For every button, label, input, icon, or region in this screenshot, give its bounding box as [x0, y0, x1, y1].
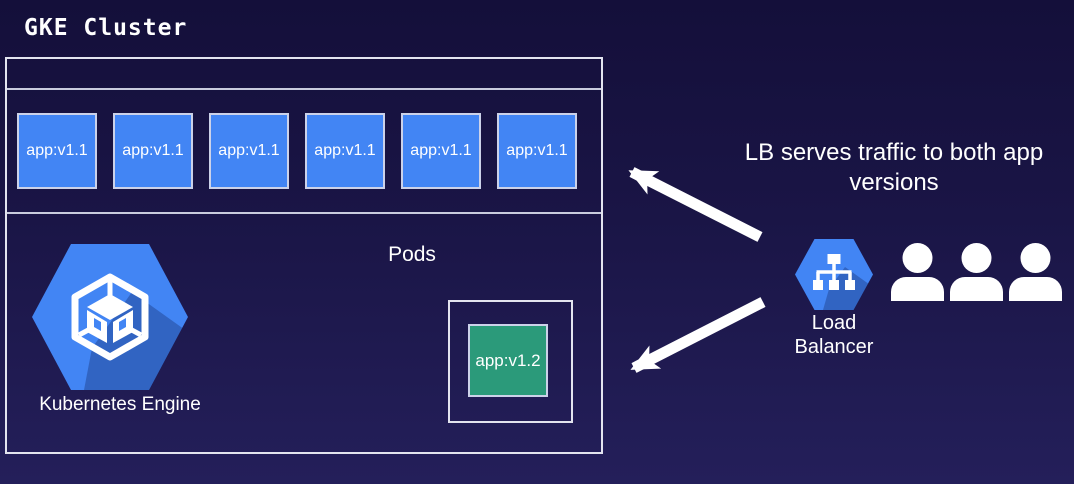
lb-annotation-text: LB serves traffic to both app versions — [744, 139, 1044, 196]
pod-v1-1: app:v1.1 — [401, 113, 481, 189]
pod-v1-1: app:v1.1 — [17, 113, 97, 189]
pods-section-label: Pods — [388, 243, 436, 266]
gke-hexagon-cube-icon — [32, 244, 188, 390]
pod-v1-1: app:v1.1 — [209, 113, 289, 189]
user-icon — [950, 243, 1003, 301]
pod-v1-2-container-box — [448, 300, 573, 423]
user-icon — [891, 243, 944, 301]
kubernetes-engine-label: Kubernetes Engine — [39, 394, 201, 415]
cluster-header-row — [7, 59, 601, 90]
arrow-to-v1-1-pods — [628, 167, 763, 242]
pod-v1-1: app:v1.1 — [497, 113, 577, 189]
pod-v1-2: app:v1.2 — [468, 324, 548, 397]
pod-v1-1: app:v1.1 — [113, 113, 193, 189]
lb-traffic-arrows — [628, 167, 766, 373]
users-group — [890, 243, 1063, 301]
pod-v1-1: app:v1.1 — [305, 113, 385, 189]
diagram-title: GKE Cluster — [24, 15, 188, 41]
lb-hexagon-network-icon — [795, 239, 873, 310]
gke-cluster-box: app:v1.1 app:v1.1 app:v1.1 app:v1.1 app:… — [5, 57, 603, 454]
pods-row: app:v1.1 app:v1.1 app:v1.1 app:v1.1 app:… — [7, 90, 601, 214]
user-icon — [1009, 243, 1062, 301]
load-balancer-label: Load Balancer — [794, 312, 874, 358]
arrow-to-v1-2-pod — [630, 297, 766, 373]
